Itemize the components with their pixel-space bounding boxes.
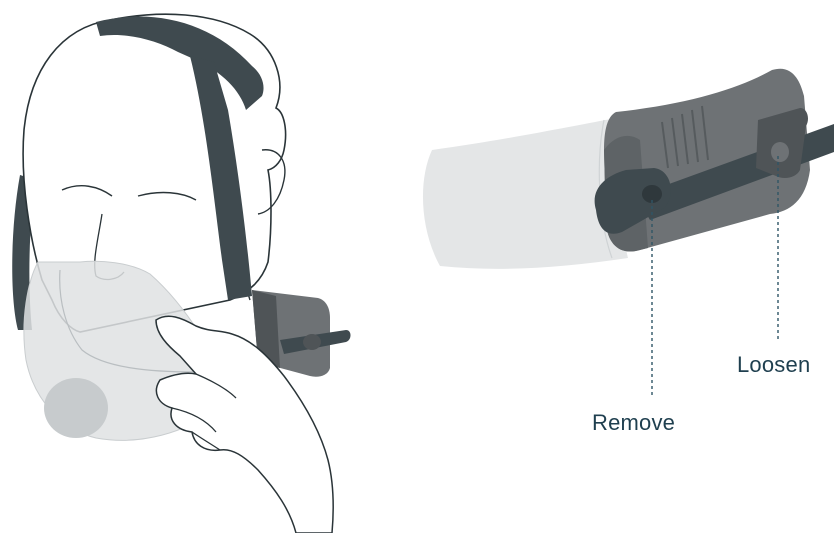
mask-strap-clip-detail-illustration <box>423 69 834 398</box>
head-wearing-mask-illustration <box>12 14 350 533</box>
mask-valve <box>44 378 108 438</box>
detail-buckle-knob <box>771 142 789 162</box>
remove-callout-label: Remove <box>592 410 675 436</box>
neck-clip-knob <box>303 334 321 350</box>
loosen-callout-label: Loosen <box>737 352 810 378</box>
